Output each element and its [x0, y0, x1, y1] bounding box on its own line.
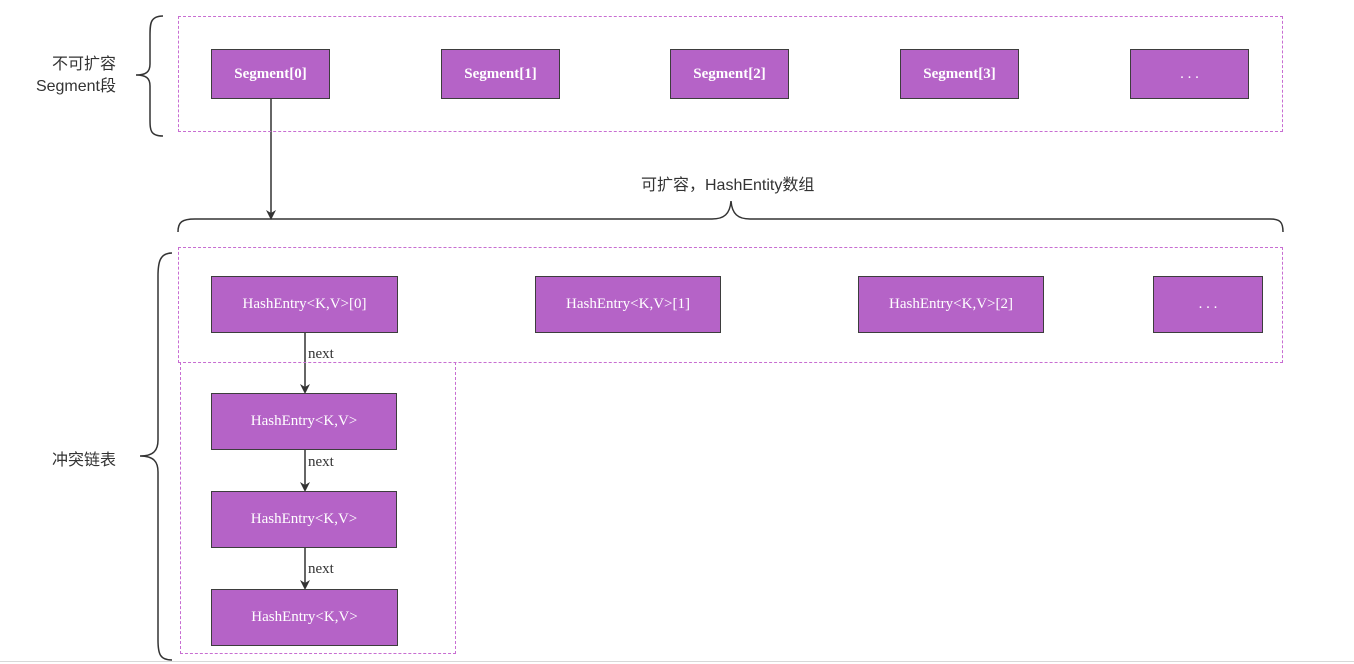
segment-box-1: Segment[1]: [441, 49, 560, 99]
next-label-3: next: [308, 561, 334, 577]
next-label-2: next: [308, 454, 334, 470]
segment-group-label: 不可扩容 Segment段: [10, 54, 116, 98]
hash-array-container: [178, 247, 1283, 363]
hash-entry-box-1: HashEntry<K,V>[1]: [535, 276, 721, 333]
chain-node-2: HashEntry<K,V>: [211, 491, 397, 548]
next-label-1: next: [308, 346, 334, 362]
hash-entry-box-more: . . .: [1153, 276, 1263, 333]
hash-entry-box-0: HashEntry<K,V>[0]: [211, 276, 398, 333]
hash-array-brace: [177, 200, 1284, 233]
conflict-list-label: 冲突链表: [52, 452, 117, 469]
hash-array-label: 可扩容，HashEntity数组: [641, 177, 815, 194]
segment-box-0: Segment[0]: [211, 49, 330, 99]
segment-box-3: Segment[3]: [900, 49, 1019, 99]
conflict-list-brace: [139, 252, 173, 661]
conflict-list-container: [180, 362, 456, 654]
hash-entry-box-2: HashEntry<K,V>[2]: [858, 276, 1044, 333]
segment-group-brace: [135, 15, 164, 137]
page-bottom-divider: [0, 661, 1354, 662]
segment-box-2: Segment[2]: [670, 49, 789, 99]
segment-box-more: . . .: [1130, 49, 1249, 99]
segment-group-label-line1: 不可扩容: [51, 56, 116, 73]
segment-group-container: [178, 16, 1283, 132]
chain-node-3: HashEntry<K,V>: [211, 589, 398, 646]
chain-node-1: HashEntry<K,V>: [211, 393, 397, 450]
segment-group-label-line2: Segment段: [35, 78, 116, 95]
